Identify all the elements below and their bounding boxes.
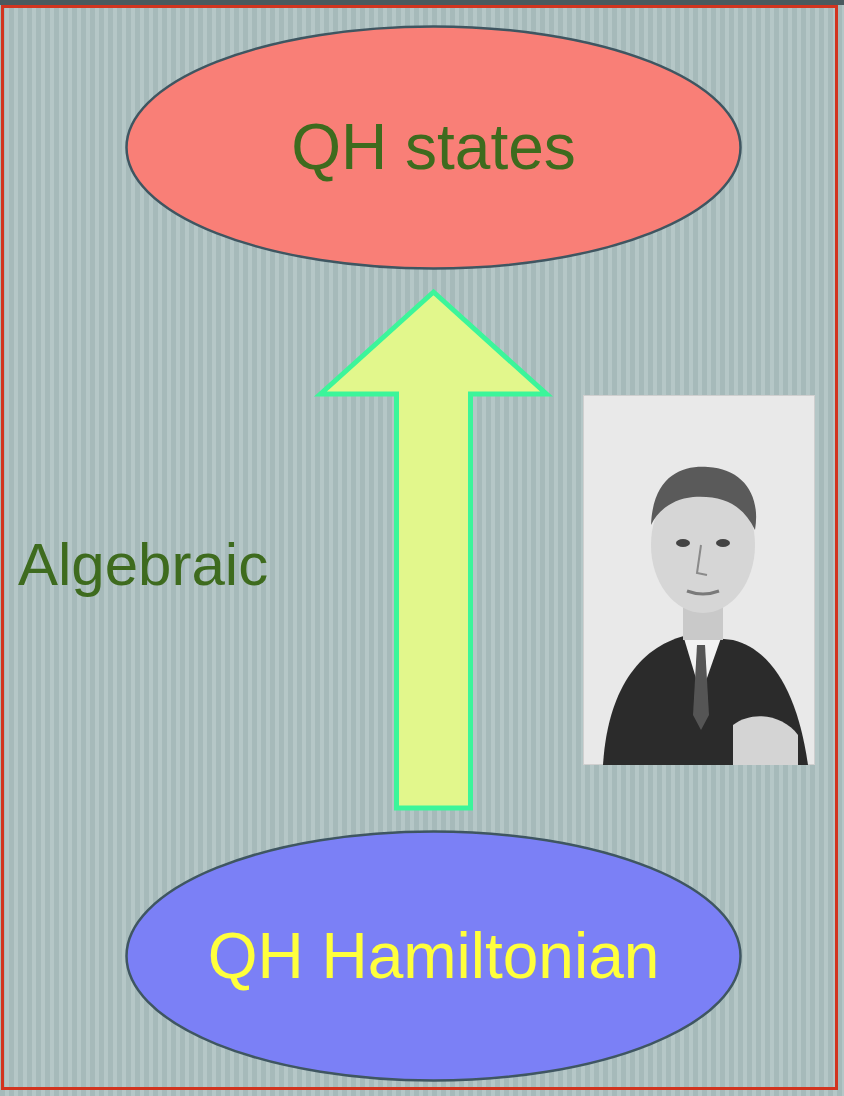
hamiltonian-ellipse: QH Hamiltonian xyxy=(125,830,742,1082)
node-label: QH Hamiltonian xyxy=(208,921,660,991)
state-ellipse: QH states xyxy=(125,25,742,270)
portrait-photo xyxy=(583,395,815,765)
node-label: QH states xyxy=(291,112,576,182)
arrow-label: Algebraic xyxy=(18,532,268,598)
block-arrow xyxy=(321,292,547,808)
